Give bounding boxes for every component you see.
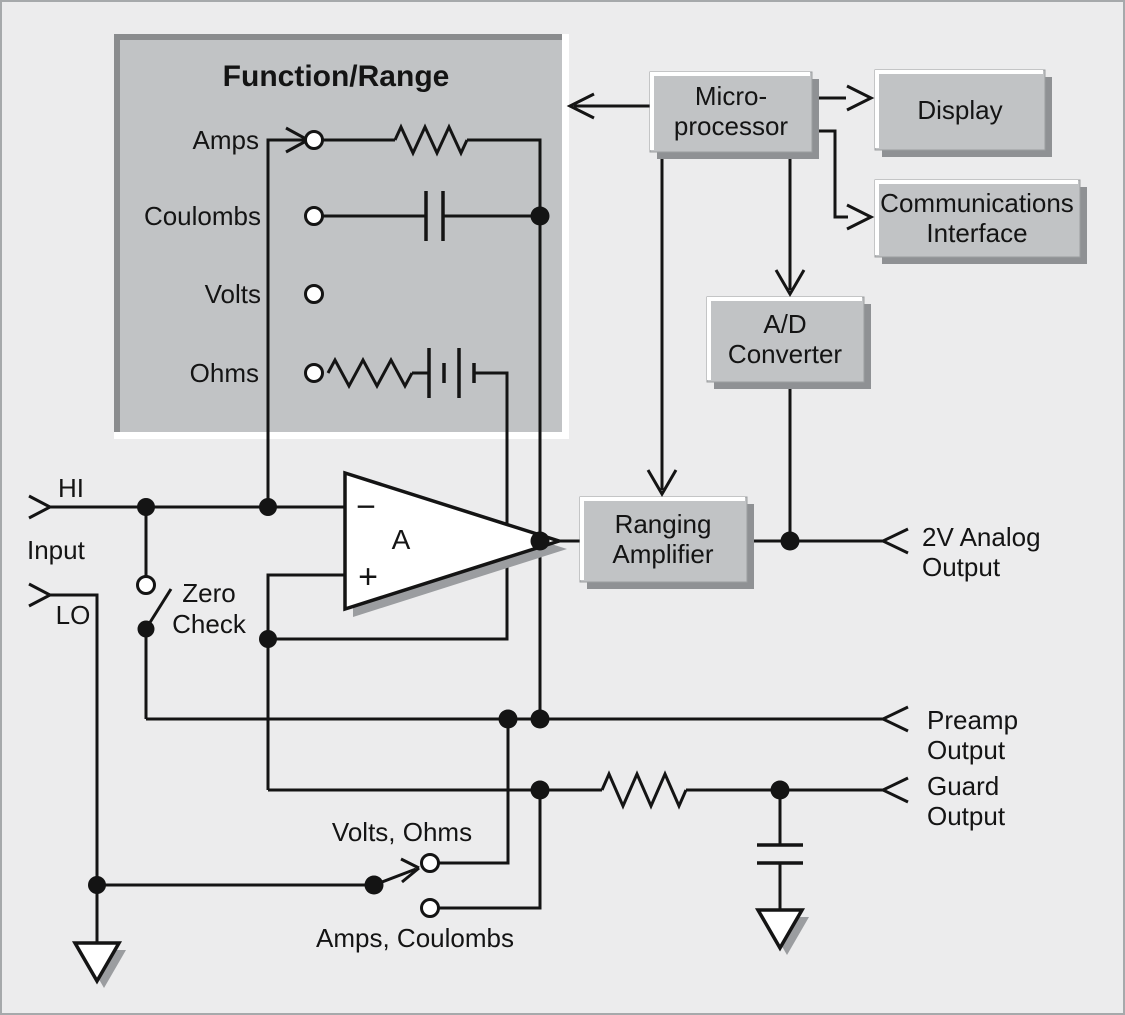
guard-output-label-line2: Output [927, 801, 1006, 831]
communications-label-line1: Communications [880, 188, 1074, 218]
mode-switch-hinge-dot [364, 875, 384, 895]
zero-check-label-line2: Check [172, 609, 247, 639]
guard-output-label-line1: Guard [927, 771, 999, 801]
symbols [71, 123, 809, 988]
opamp-gain-label: A [392, 524, 411, 555]
microprocessor-label-line1: Micro- [695, 81, 767, 111]
ohms-contact [304, 363, 324, 383]
communications-label-line2: Interface [926, 218, 1027, 248]
opamp-minus-sign: − [356, 488, 376, 526]
amps-coulombs-contact-wire [439, 790, 542, 910]
junction-dot [530, 531, 550, 551]
guard-output-arrow-icon [879, 776, 909, 804]
micro-to-display-arrow-icon [846, 84, 875, 112]
block-adc [706, 296, 871, 389]
preamp-output-label-line2: Output [927, 735, 1006, 765]
row-label-ohms: Ohms [190, 358, 259, 388]
junction-dot [770, 780, 790, 800]
guard-capacitor-icon [757, 843, 803, 865]
guard-resistor-icon [600, 770, 688, 810]
row-label-amps: Amps [193, 125, 259, 155]
lo-label: LO [56, 600, 91, 630]
labels: Function/Range Amps Coulombs Volts Ohms … [27, 60, 1074, 953]
lo-input-wire [50, 593, 99, 943]
function-range-box [114, 34, 569, 439]
junction-dot [530, 780, 550, 800]
block-display [874, 69, 1052, 157]
junction-dot [498, 709, 518, 729]
ohms-return-wire [268, 371, 509, 641]
coulombs-contact [304, 206, 324, 226]
switch-contacts [136, 130, 440, 918]
micro-to-comms-arrow-icon [846, 203, 875, 231]
preamp-output-arrow-icon [879, 705, 909, 733]
input-label: Input [27, 535, 86, 565]
hi-input-arrow-icon [28, 494, 54, 520]
preamp-output-label-line1: Preamp [927, 705, 1018, 735]
analog-output-label-line1: 2V Analog [922, 522, 1041, 552]
amps-row-wire-right [467, 138, 542, 216]
volts-contact [304, 284, 324, 304]
lo-input-arrow-icon [28, 582, 54, 608]
micro-to-function-range-arrow-icon [566, 92, 595, 120]
volts-ohms-contact [420, 853, 440, 873]
amps-common-wire [266, 138, 305, 507]
ranging-label-line2: Amplifier [612, 539, 713, 569]
analog-output-arrow-icon [879, 527, 909, 555]
junction-dot [88, 876, 106, 894]
adc-label-line1: A/D [763, 309, 806, 339]
coulombs-capacitor-icon [424, 191, 445, 241]
ohms-resistor-icon [326, 356, 414, 390]
micro-to-comms-wire [812, 129, 848, 219]
display-label: Display [917, 95, 1002, 125]
opamp-triangle [343, 470, 567, 617]
mode-switch-blade-arrow-icon [400, 857, 420, 884]
ranging-label-line1: Ranging [615, 509, 712, 539]
analog-output-label-line2: Output [922, 552, 1001, 582]
zero-check-blade [147, 588, 173, 625]
junction-dot [780, 531, 800, 551]
zero-check-hinge-dot [137, 620, 155, 638]
volts-ohms-contact-wire [439, 719, 510, 865]
volts-ohms-label: Volts, Ohms [332, 817, 472, 847]
block-ranging [579, 496, 754, 589]
zero-check-label-line1: Zero [182, 578, 235, 608]
junction-dot [259, 630, 277, 648]
ohms-battery-icon [427, 348, 476, 398]
guard-ground-icon [754, 908, 809, 955]
micro-to-adc-arrow-icon [774, 269, 806, 297]
junction-dot [259, 498, 277, 516]
amps-coulombs-label: Amps, Coulombs [316, 923, 514, 953]
function-range-title: Function/Range [223, 60, 450, 93]
block-microprocessor [649, 71, 819, 159]
amps-resistor-icon [393, 123, 469, 157]
amps-coulombs-contact [420, 898, 440, 918]
junction-dot [530, 709, 550, 729]
lo-ground-icon [71, 941, 126, 988]
adc-label-line2: Converter [728, 339, 842, 369]
row-label-coulombs: Coulombs [144, 201, 261, 231]
junction-dot [137, 498, 155, 516]
junction-dot [530, 206, 550, 226]
micro-to-ranging-arrow-icon [646, 469, 678, 497]
microprocessor-label-line2: processor [674, 111, 788, 141]
opamp-plus-sign: + [358, 558, 378, 596]
zero-check-contact [136, 575, 156, 595]
hi-label: HI [58, 473, 84, 503]
row-label-volts: Volts [205, 279, 261, 309]
junction-dots [88, 206, 800, 895]
amps-contact [304, 130, 324, 150]
block-communications [874, 179, 1087, 264]
plus-input-wire [266, 573, 345, 790]
